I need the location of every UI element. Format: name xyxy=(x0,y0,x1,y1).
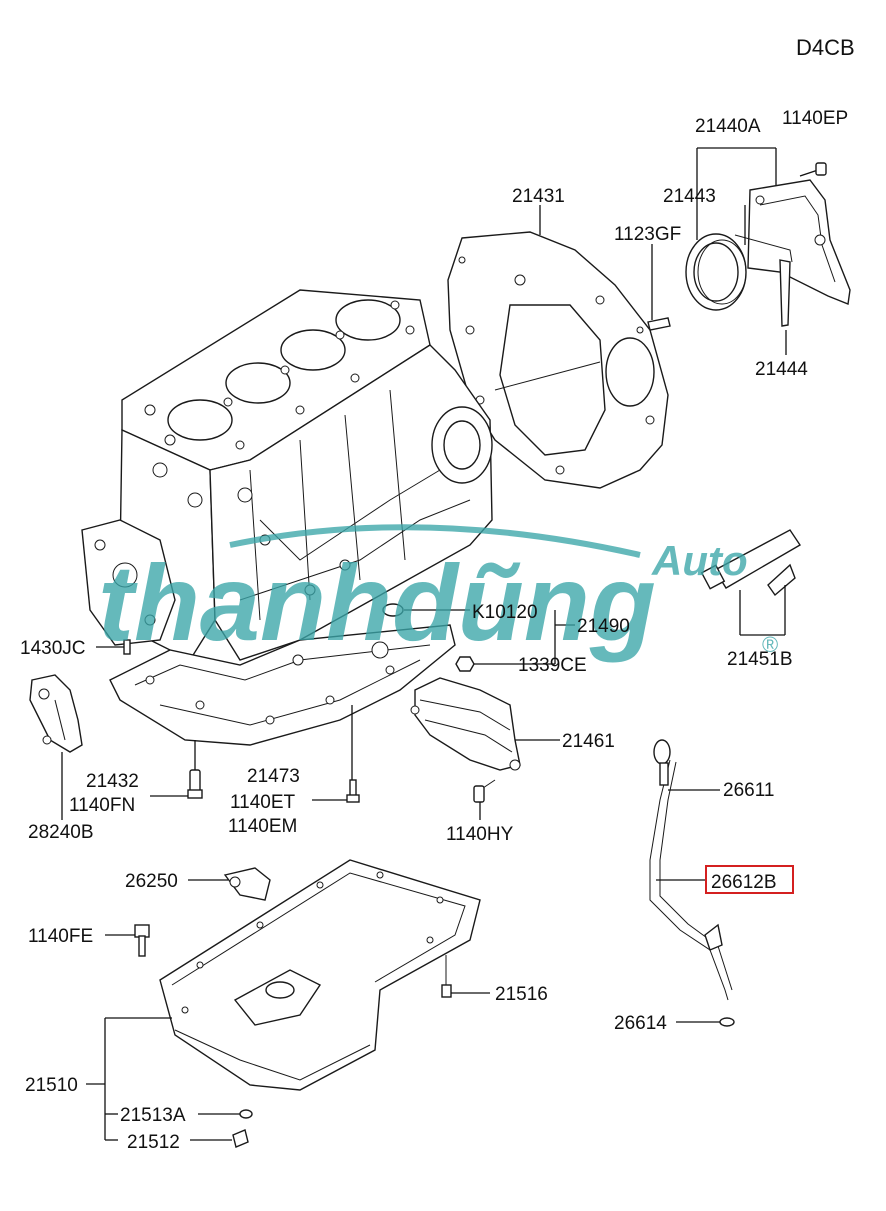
oring-K10120[interactable] xyxy=(382,603,404,617)
highlight-box-26612B xyxy=(705,865,794,894)
dipstick-guide-26612B[interactable] xyxy=(649,759,733,1001)
watermark-brand: thanhdũng xyxy=(98,542,656,663)
engine-code: D4CB xyxy=(796,35,855,60)
label-1339CE[interactable]: 1339CE xyxy=(518,655,587,676)
label-1140EM[interactable]: 1140EM xyxy=(228,816,297,837)
oil-strainer-26250[interactable] xyxy=(223,867,271,901)
drain-plug-21512[interactable] xyxy=(232,1129,249,1148)
watermark: thanhdũng Auto ® xyxy=(98,524,778,663)
rear-oil-seal-case[interactable] xyxy=(734,179,851,327)
gasket-21513A[interactable] xyxy=(239,1109,253,1119)
label-21451B[interactable]: 21451B xyxy=(727,649,793,670)
label-K10120[interactable]: K10120 xyxy=(472,602,538,623)
oil-filter-bracket-28240B[interactable] xyxy=(29,674,83,753)
bolt-1140EP[interactable] xyxy=(799,162,827,177)
label-21444[interactable]: 21444 xyxy=(755,359,808,380)
nut-1339CE[interactable] xyxy=(455,656,475,672)
dipstick-26611[interactable] xyxy=(653,739,671,786)
oil-pan[interactable] xyxy=(159,859,481,1091)
label-21510[interactable]: 21510 xyxy=(25,1075,78,1096)
leader-lines xyxy=(61,147,787,1141)
bolt-1140FN[interactable] xyxy=(187,769,203,799)
label-1140ET[interactable]: 1140ET xyxy=(230,792,296,813)
label-1140HY[interactable]: 1140HY xyxy=(446,824,514,845)
label-26250[interactable]: 26250 xyxy=(125,871,178,892)
sealant-tube-21451B[interactable] xyxy=(700,529,801,597)
label-26611[interactable]: 26611 xyxy=(723,780,774,801)
part-labels: 21440A 1140EP 21431 21443 1123GF 21444 K… xyxy=(20,108,848,1153)
label-21443[interactable]: 21443 xyxy=(663,186,716,207)
bolt-1140ET[interactable] xyxy=(346,779,360,803)
ladder-frame[interactable] xyxy=(109,624,456,746)
label-1140FE[interactable]: 1140FE xyxy=(28,926,93,947)
label-21512[interactable]: 21512 xyxy=(127,1132,180,1153)
oring-26614[interactable] xyxy=(719,1017,735,1027)
rear-oil-seal[interactable] xyxy=(685,233,747,311)
label-21516[interactable]: 21516 xyxy=(495,984,548,1005)
cylinder-block[interactable] xyxy=(81,289,493,661)
label-21440A[interactable]: 21440A xyxy=(695,116,761,137)
label-28240B[interactable]: 28240B xyxy=(28,822,94,843)
watermark-swoosh xyxy=(229,524,641,558)
bolt-1123GF[interactable] xyxy=(647,244,671,331)
label-26614[interactable]: 26614 xyxy=(614,1013,667,1034)
oil-baffle-21461[interactable] xyxy=(410,677,521,771)
label-21461[interactable]: 21461 xyxy=(562,731,615,752)
label-21431[interactable]: 21431 xyxy=(512,186,565,207)
bolt-1140FE[interactable] xyxy=(134,924,150,957)
watermark-suffix: Auto xyxy=(651,537,748,584)
label-1140EP[interactable]: 1140EP xyxy=(782,108,848,129)
label-21513A[interactable]: 21513A xyxy=(120,1105,186,1126)
label-1140FN[interactable]: 1140FN xyxy=(69,795,135,816)
label-21473[interactable]: 21473 xyxy=(247,766,300,787)
bolt-21516[interactable] xyxy=(441,955,452,998)
bolt-1140HY[interactable] xyxy=(473,779,496,803)
label-26612B[interactable]: 26612B xyxy=(711,872,777,893)
rear-plate[interactable] xyxy=(447,231,669,489)
label-21432[interactable]: 21432 xyxy=(86,771,139,792)
label-1123GF[interactable]: 1123GF xyxy=(614,224,681,245)
label-21490[interactable]: 21490 xyxy=(577,616,630,637)
watermark-registered: ® xyxy=(762,632,778,657)
label-1430JC[interactable]: 1430JC xyxy=(20,638,86,659)
